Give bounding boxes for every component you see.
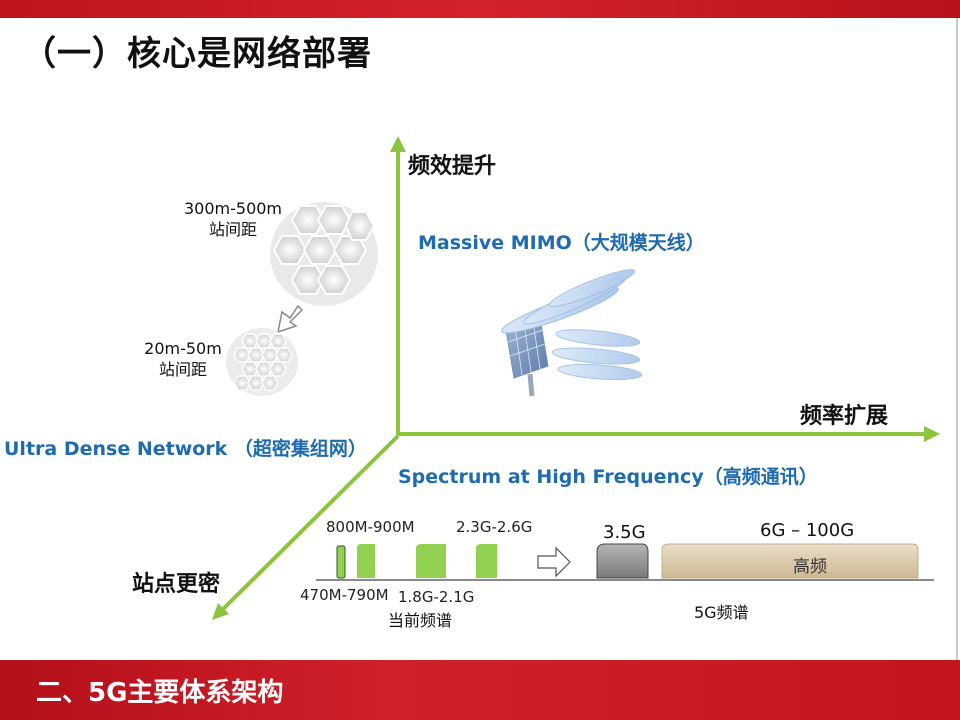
horizontal-axis-arrow <box>924 426 940 442</box>
udn-label: Ultra Dense Network （超密集组网） <box>4 438 367 460</box>
vertical-axis-arrow <box>390 136 406 152</box>
small-cell-label: 20m-50m 站间距 <box>128 338 238 380</box>
band-label-470-790: 470M-790M <box>300 586 389 604</box>
band-1800-2100 <box>416 544 446 578</box>
top-red-bar <box>0 0 960 18</box>
small-cell-unit: 站间距 <box>158 360 207 379</box>
current-spectrum-caption: 当前频谱 <box>388 611 453 630</box>
large-cell-label: 300m-500m 站间距 <box>168 198 298 240</box>
page-title: （一）核心是网络部署 <box>22 34 372 74</box>
axis-label-frequency: 频率扩展 <box>800 404 889 429</box>
band-high-frequency <box>661 543 919 579</box>
band-label-6-100g: 6G – 100G <box>760 520 855 541</box>
diagonal-axis-arrow <box>212 603 229 620</box>
diagonal-axis <box>218 434 400 614</box>
spectrum-chart <box>316 543 934 581</box>
band-label-2300-2600: 2.3G-2.6G <box>456 518 533 536</box>
axis-label-density: 站点更密 <box>132 572 221 597</box>
antenna-illustration <box>501 269 643 397</box>
large-cell-unit: 站间距 <box>208 220 257 239</box>
band-label-3-5g: 3.5G <box>603 522 646 543</box>
content-frame <box>0 18 958 660</box>
band-800-900 <box>357 544 375 578</box>
band-470-790 <box>336 545 346 579</box>
large-cell-distance: 300m-500m <box>183 199 283 218</box>
high-band-inner-label: 高频 <box>793 557 827 577</box>
bottom-red-bar <box>0 660 960 720</box>
footer-section-title: 二、5G主要体系架构 <box>36 678 284 708</box>
future-spectrum-caption: 5G频谱 <box>694 603 749 622</box>
axes <box>212 136 940 620</box>
spectrum-label: Spectrum at High Frequency（高频通讯） <box>398 466 818 488</box>
small-cell-distance: 20m-50m <box>144 339 222 358</box>
small-cell-cluster <box>226 328 298 396</box>
mimo-label: Massive MIMO（大规模天线） <box>418 232 705 254</box>
band-label-1800-2100: 1.8G-2.1G <box>398 588 475 606</box>
axis-label-efficiency: 频效提升 <box>408 154 497 179</box>
band-3-5g <box>596 543 649 579</box>
band-2300-2600 <box>476 544 497 578</box>
large-cell-cluster <box>270 202 378 306</box>
band-label-800-900: 800M-900M <box>326 518 415 536</box>
transition-arrow-icon <box>537 546 571 578</box>
shrink-arrow <box>277 304 304 334</box>
